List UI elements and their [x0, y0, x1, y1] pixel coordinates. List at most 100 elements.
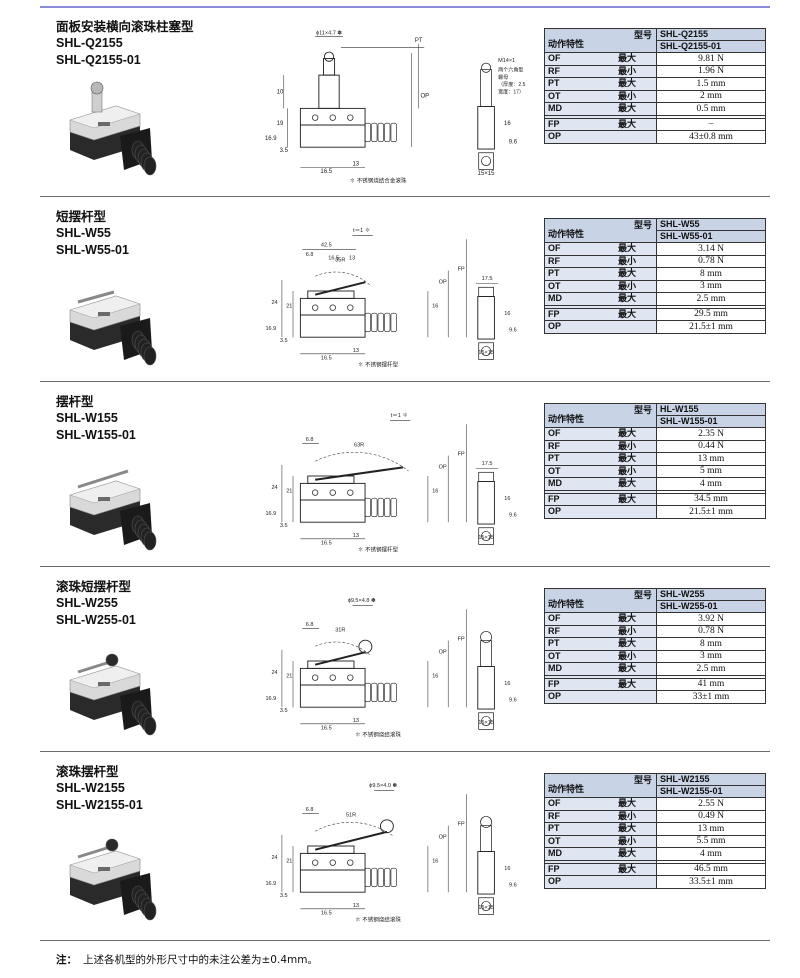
arc-guide	[315, 641, 372, 657]
dimension-drawing: ϕ11×4.7 ✽PTOP101916.93.516.513M14×1两个六角型…	[265, 29, 526, 184]
cable-boot	[390, 682, 397, 702]
side-view-end	[478, 897, 494, 915]
spec-value: 46.5 mm	[656, 862, 766, 876]
dim-side-15x15: 15×15	[478, 720, 494, 726]
dim-13: 13	[352, 162, 359, 168]
dimension-drawing: t＝1 ✽63R6.8242116.93.516OPFP17.5169.615×…	[265, 412, 516, 554]
dim-19: 19	[277, 121, 284, 127]
dim-16.5: 16.5	[321, 540, 332, 546]
spec-key: PT	[548, 268, 560, 278]
dim-6.8: 6.8	[306, 437, 314, 443]
spec-value: 41 mm	[656, 677, 766, 691]
characteristics-label: 动作特性	[548, 599, 585, 610]
spec-qualifier: 最大	[618, 429, 637, 439]
dim-21: 21	[286, 674, 292, 680]
cable-boot	[390, 122, 397, 142]
lever-arm	[314, 830, 388, 851]
spec-header-model: SHL-W155-01	[656, 415, 766, 428]
model-number: SHL-W255-01	[56, 613, 136, 627]
dim-24: 24	[271, 485, 277, 491]
dim-side-16: 16	[504, 681, 510, 687]
cable-boot	[377, 122, 384, 142]
spec-header-model: SHL-W255-01	[656, 600, 766, 613]
dim-nut-3: （厚度：2.5	[498, 81, 526, 88]
spec-gap-row	[544, 674, 766, 679]
side-view	[477, 851, 495, 895]
dim-3.5: 3.5	[280, 523, 288, 529]
spec-gap-row	[544, 489, 766, 494]
spec-value: 5 mm	[656, 464, 766, 478]
dim-6.8: 6.8	[306, 807, 314, 813]
spec-header-row: SHL-W155-01	[545, 415, 766, 428]
dim-21: 21	[286, 304, 292, 310]
mounting-hole	[329, 489, 336, 496]
switch-outline	[299, 297, 366, 316]
side-view-end	[478, 712, 494, 730]
dim-13: 13	[353, 348, 359, 354]
spec-value: 13 mm	[656, 822, 766, 836]
dim-nut-1: 两个六角型	[498, 66, 523, 73]
dim-10: 10	[277, 90, 284, 96]
spec-value: 34.5 mm	[656, 492, 766, 506]
spec-key: PT	[548, 453, 560, 463]
spec-value: 43±0.8 mm	[656, 130, 766, 144]
dim-lever-note: t＝1 ✽	[353, 227, 370, 234]
spec-key: OT	[548, 90, 561, 101]
spec-key: OF	[548, 428, 561, 438]
spec-key: OP	[548, 876, 562, 886]
gap-cell	[656, 859, 766, 864]
spec-value: 21.5±1 mm	[656, 320, 766, 334]
dim-side-16: 16	[504, 866, 510, 872]
spec-value: 13 mm	[656, 452, 766, 466]
actuator-base	[307, 660, 355, 669]
cable-boot	[390, 497, 397, 517]
spec-value: 21.5±1 mm	[656, 505, 766, 519]
dim-16.9: 16.9	[265, 511, 276, 517]
side-view	[477, 296, 495, 340]
section-divider	[40, 381, 770, 382]
cable-boot	[384, 497, 391, 517]
dim-nut-4: 宽度：17）	[498, 89, 524, 96]
spec-value: 4 mm	[656, 477, 766, 491]
spec-gap-row	[544, 859, 766, 864]
spec-header-row: SHL-W2155-01	[545, 785, 766, 798]
section-type-name: 面板安装横向滚珠柱塞型	[56, 19, 194, 34]
drawing-note: ✽ 不锈钢烧结滚珠	[355, 916, 401, 924]
side-roller	[481, 62, 492, 73]
spec-key: OF	[548, 798, 561, 808]
model-number: SHL-W2155-01	[56, 798, 143, 812]
spec-key: OT	[548, 835, 561, 846]
spec-key: RF	[548, 810, 560, 821]
dim-24: 24	[271, 300, 277, 306]
technical-drawing: ϕ11×4.7 ✽PTOP101916.93.516.513M14×1两个六角型…	[265, 29, 526, 184]
dim-lever-note: t＝1 ✽	[391, 412, 408, 419]
spec-value: 5.5 mm	[656, 834, 766, 848]
drawing-note: ✽ 不锈钢烧结合金滚珠	[350, 176, 407, 184]
section-divider	[40, 196, 770, 197]
spec-value: 33±1 mm	[656, 690, 766, 704]
spec-header-model: SHL-Q2155	[656, 28, 766, 41]
model-number: SHL-W55	[56, 226, 111, 240]
cable-boot	[371, 122, 378, 142]
product-photo	[69, 81, 157, 176]
top-rule	[40, 6, 770, 8]
cable-boot	[377, 497, 384, 517]
mounting-hole	[312, 859, 319, 866]
cable-boot	[371, 682, 378, 702]
spec-qualifier: 最大	[618, 79, 637, 89]
dim-3.5: 3.5	[280, 148, 289, 154]
